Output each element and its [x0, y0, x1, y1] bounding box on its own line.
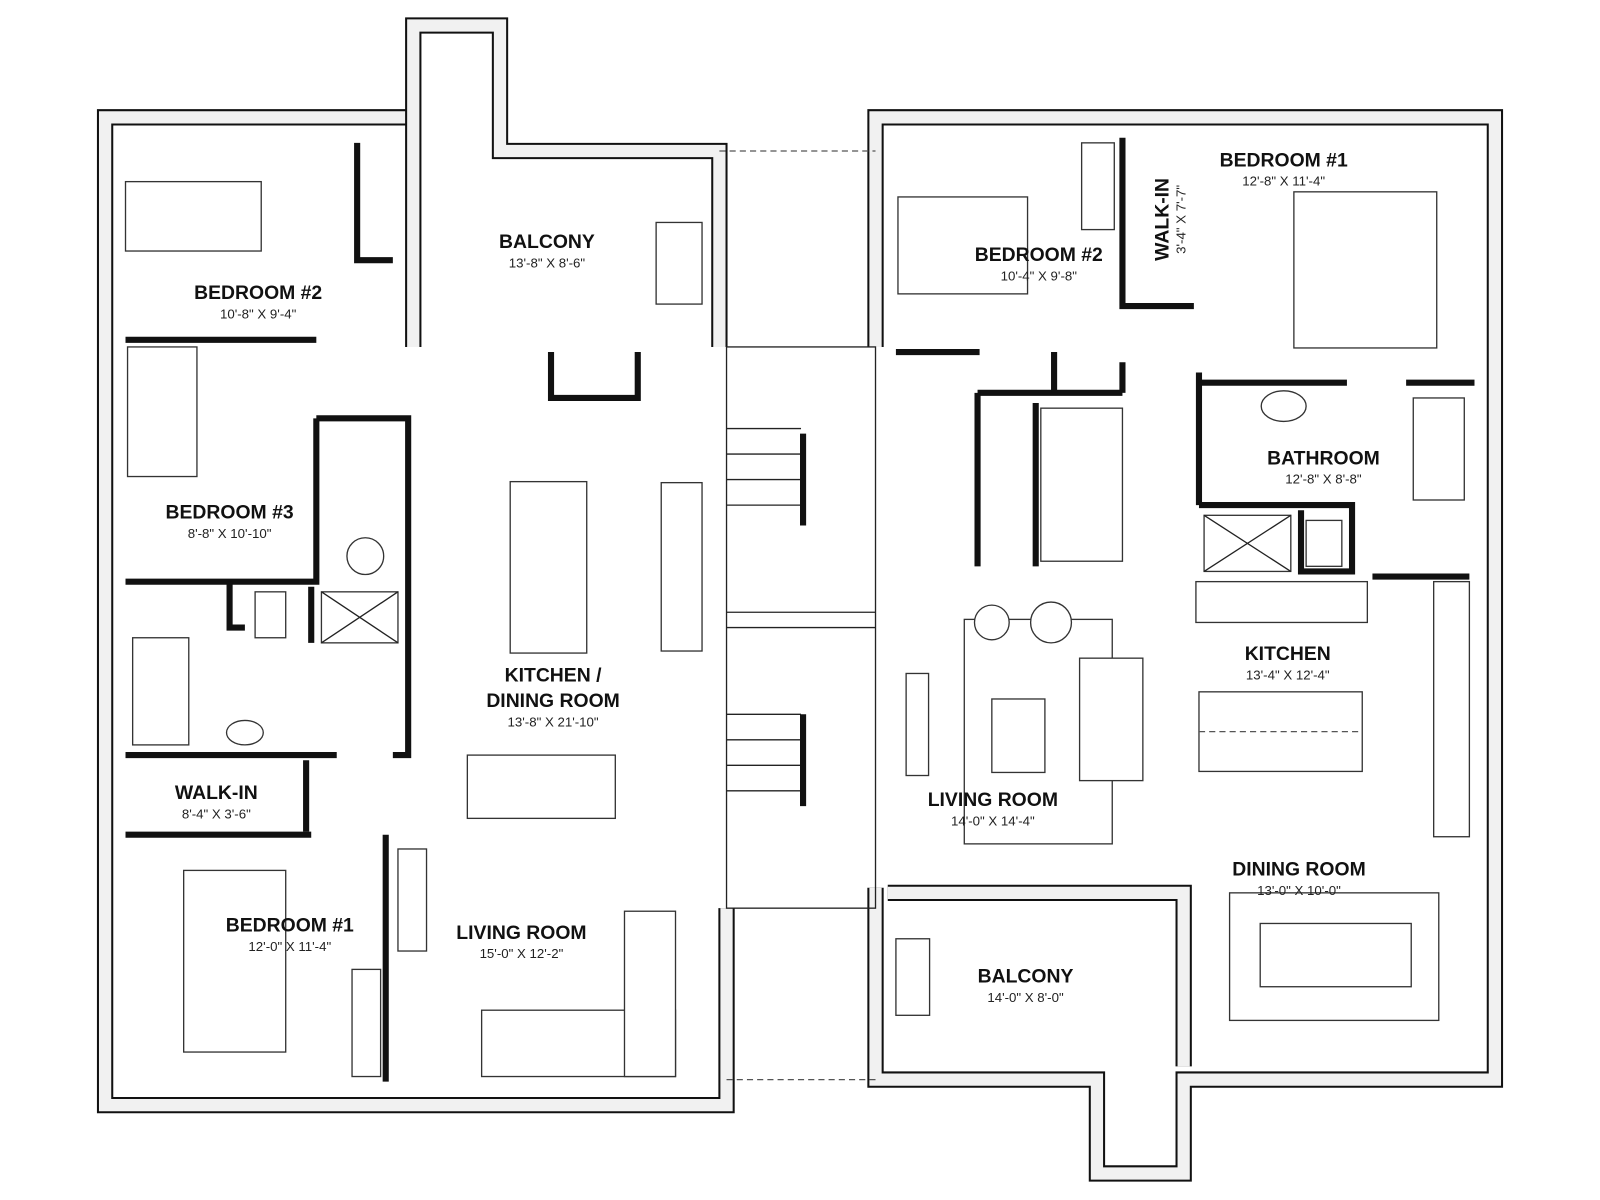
- room-size: 10'-8" X 9'-4": [220, 306, 297, 321]
- room-size: 8'-8" X 10'-10": [188, 526, 272, 541]
- room-label: BEDROOM #3: [166, 501, 294, 523]
- room-size: 12'-8" X 8'-8": [1285, 472, 1362, 487]
- room-size: 3'-4" X 7'-7": [1174, 185, 1189, 254]
- room-label: KITCHEN: [1245, 643, 1331, 665]
- right-unit-labels: BEDROOM #2 10'-4" X 9'-8" WALK-IN 3'-4" …: [928, 149, 1380, 1005]
- wardrobe: [351, 968, 382, 1078]
- room-label: BALCONY: [978, 966, 1074, 988]
- bed: [124, 180, 262, 252]
- bed: [126, 346, 198, 478]
- coffee-table: [991, 698, 1046, 774]
- room-label: LIVING ROOM: [456, 922, 586, 944]
- sofa: [623, 910, 677, 1078]
- room-label: BEDROOM #1: [226, 915, 354, 937]
- sink: [1260, 390, 1307, 423]
- room-size: 13'-8" X 8'-6": [509, 255, 586, 270]
- dresser: [1080, 142, 1115, 231]
- room-label: BEDROOM #2: [975, 244, 1103, 266]
- room-label: BEDROOM #2: [194, 282, 322, 304]
- tv-unit: [397, 848, 428, 952]
- toilet: [1305, 519, 1343, 567]
- balcony-table: [655, 221, 703, 305]
- room-label: DINING ROOM: [1232, 859, 1365, 881]
- sofa: [1078, 657, 1144, 782]
- balcony-table: [895, 938, 931, 1016]
- room-size: 12'-0" X 11'-4": [248, 939, 331, 954]
- exterior-walls: [96, 17, 1504, 1182]
- room-label: BATHROOM: [1267, 447, 1380, 469]
- counter: [1433, 580, 1471, 838]
- kitchen-counter: [1195, 580, 1369, 624]
- room-size: 14'-0" X 8'-0": [987, 990, 1064, 1005]
- room-size: 8'-4" X 3'-6": [182, 806, 251, 821]
- counter: [660, 481, 703, 652]
- sink: [225, 719, 264, 746]
- furniture: [124, 142, 1471, 1078]
- washer: [346, 537, 385, 576]
- room-label: WALK-IN: [1151, 178, 1173, 261]
- left-unit-labels: BEDROOM #2 10'-8" X 9'-4" BALCONY 13'-8"…: [166, 231, 620, 961]
- kitchen-island: [509, 480, 588, 654]
- stairwell: [725, 346, 877, 909]
- room-size: 13'-4" X 12'-4": [1246, 668, 1330, 683]
- room-size: 12'-8" X 11'-4": [1242, 174, 1325, 189]
- room-size: 13'-8" X 21'-10": [508, 715, 599, 730]
- room-size: 10'-4" X 9'-8": [1001, 269, 1078, 284]
- room-label: DINING ROOM: [486, 690, 619, 712]
- dining-table: [1259, 922, 1412, 988]
- bed: [897, 196, 1029, 295]
- toilet: [254, 591, 287, 639]
- room-size: 14'-0" X 14'-4": [951, 814, 1035, 829]
- room-label: BALCONY: [499, 231, 595, 253]
- bathtub: [131, 637, 190, 746]
- chair: [1029, 601, 1073, 644]
- room-size: 13'-0" X 10'-0": [1257, 883, 1341, 898]
- interior-walls: [125, 137, 1475, 1082]
- room-label: KITCHEN /: [505, 665, 602, 687]
- room-label: LIVING ROOM: [928, 789, 1058, 811]
- chair: [973, 604, 1010, 641]
- tv-unit: [905, 672, 930, 777]
- laundry: [1040, 407, 1124, 562]
- dining-table: [466, 754, 616, 820]
- room-size: 15'-0" X 12'-2": [480, 946, 564, 961]
- bathtub: [1412, 397, 1465, 501]
- room-label: WALK-IN: [175, 782, 258, 804]
- bed: [183, 869, 287, 1053]
- bed: [1293, 191, 1438, 349]
- room-label: BEDROOM #1: [1220, 149, 1348, 171]
